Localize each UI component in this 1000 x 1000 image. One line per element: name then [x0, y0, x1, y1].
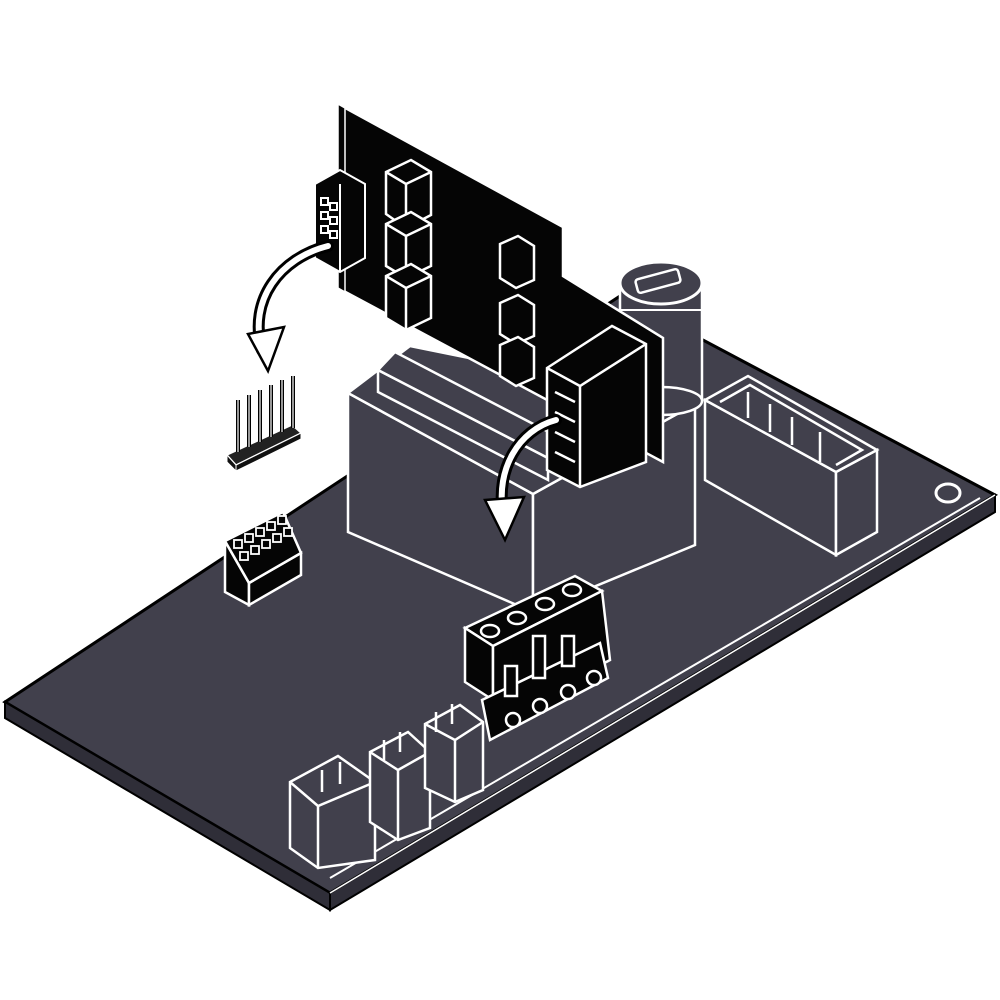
side-connector — [702, 374, 880, 558]
arrow-head — [246, 325, 286, 375]
arrow-head — [483, 495, 526, 543]
terminal-lever — [560, 634, 576, 668]
terminal-screw — [534, 596, 556, 612]
terminal-hole — [585, 669, 603, 687]
terminal-screw — [479, 623, 501, 639]
module-chip — [498, 335, 536, 388]
socket-header — [223, 510, 303, 608]
module-chip — [384, 262, 433, 332]
plug-in-module — [314, 101, 665, 489]
terminal-hole — [504, 711, 522, 729]
terminal-lever — [531, 634, 547, 680]
arrow-module-to-pins — [246, 240, 334, 375]
module-socket — [314, 168, 366, 274]
terminal-screw — [561, 582, 583, 598]
mount-hole — [934, 482, 962, 504]
capacitor-slot — [634, 267, 682, 295]
connector-row — [288, 703, 485, 870]
terminal-lever — [503, 664, 519, 698]
side-connector-inner — [719, 383, 865, 467]
screw-terminal — [462, 574, 612, 742]
pin-header — [225, 376, 303, 473]
capacitor-cap — [618, 260, 704, 306]
connector-block — [423, 703, 485, 804]
arrow-module-to-transformer — [483, 414, 562, 543]
module-connector — [545, 324, 648, 489]
board-edge-highlight — [329, 494, 996, 894]
terminal-hole — [531, 697, 549, 715]
connector-block — [288, 754, 377, 870]
connector-block — [368, 730, 432, 842]
module-chip — [498, 234, 536, 290]
terminal-screw — [506, 610, 528, 626]
board-edge-highlight — [329, 497, 981, 879]
terminal-hole — [559, 683, 577, 701]
module-chip — [498, 293, 536, 346]
